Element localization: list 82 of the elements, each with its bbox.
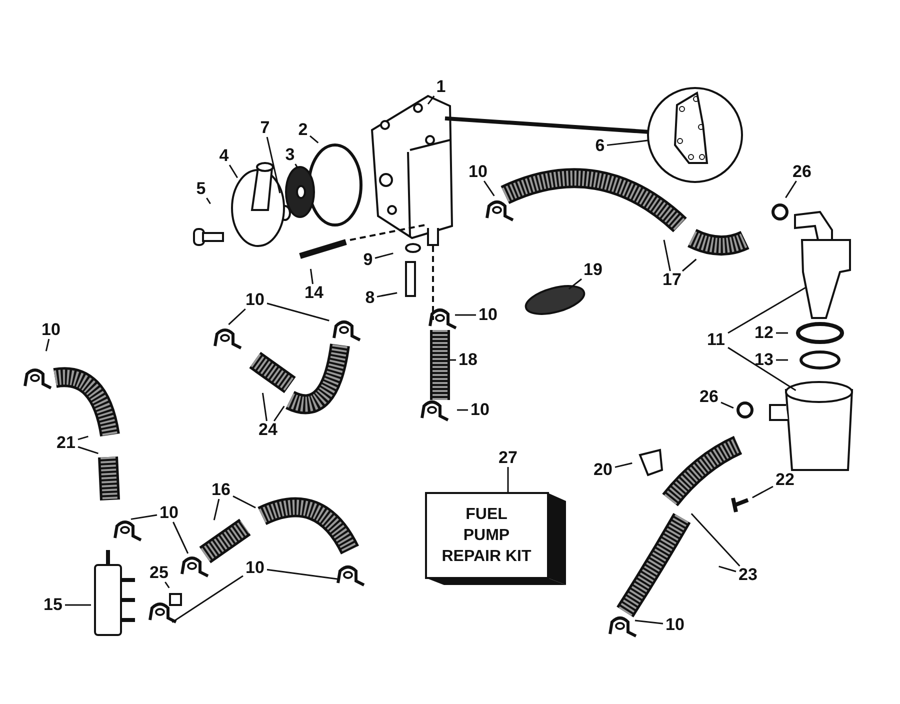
callout-number: 3 (284, 146, 296, 164)
leader-line (374, 252, 394, 259)
leader-line (568, 278, 582, 290)
leader-line (728, 346, 796, 391)
callout-number: 10 (467, 163, 489, 181)
callout-number: 22 (774, 471, 796, 489)
callout-number: 19 (582, 261, 604, 279)
leader-line (78, 436, 88, 440)
leader-line (65, 604, 91, 606)
leader-line (206, 198, 211, 204)
leader-line (455, 314, 476, 316)
leader-line (776, 332, 788, 334)
leader-line (427, 96, 435, 104)
leader-line (266, 568, 340, 580)
callout-number: 9 (362, 251, 374, 269)
callout-number: 10 (244, 291, 266, 309)
leader-line (663, 240, 671, 272)
callout-number: 12 (753, 324, 775, 342)
leader-line (310, 268, 314, 284)
callout-number: 7 (259, 119, 271, 137)
leader-line (614, 462, 632, 468)
callout-number: 10 (477, 306, 499, 324)
detail-inset-circle (647, 87, 743, 183)
callout-number: 10 (158, 504, 180, 522)
callout-number: 26 (698, 388, 720, 406)
callout-number: 27 (497, 449, 519, 467)
leader-line (172, 575, 244, 623)
callout-number: 4 (218, 147, 230, 165)
callout-number: 8 (364, 289, 376, 307)
leader-line (457, 409, 468, 411)
leader-line (228, 164, 238, 178)
callout-number: 2 (297, 121, 309, 139)
callout-number: 15 (42, 596, 64, 614)
callout-number: 25 (148, 564, 170, 582)
leader-line (720, 402, 734, 409)
leader-line (78, 446, 98, 454)
callout-number: 21 (55, 434, 77, 452)
callout-number: 5 (195, 180, 207, 198)
callout-number: 6 (594, 137, 606, 155)
leader-line (262, 392, 268, 422)
leader-line (752, 486, 774, 498)
callout-number: 23 (737, 566, 759, 584)
callout-number: 16 (210, 481, 232, 499)
leader-line (634, 620, 664, 624)
leader-line (45, 338, 50, 352)
callout-number: 17 (661, 271, 683, 289)
leader-line (682, 258, 697, 272)
leader-line (266, 302, 330, 322)
leader-line (785, 180, 797, 198)
leader-line (273, 406, 285, 422)
leader-line (606, 140, 648, 146)
leader-line (294, 164, 298, 168)
leader-line (376, 292, 398, 298)
callout-number: 26 (791, 163, 813, 181)
callout-number: 24 (257, 421, 279, 439)
leader-line (172, 522, 189, 554)
leader-line (130, 514, 158, 520)
leader-line (213, 498, 220, 520)
leader-line (507, 467, 509, 492)
callout-number: 20 (592, 461, 614, 479)
leader-line (310, 135, 319, 144)
callout-number: 1 (435, 78, 447, 96)
leader-line (483, 180, 495, 196)
callout-number: 18 (457, 351, 479, 369)
callout-number: 10 (40, 321, 62, 339)
leader-line (448, 359, 456, 361)
leader-line (266, 136, 281, 194)
callout-number: 10 (469, 401, 491, 419)
kit-label: FUEL PUMP REPAIR KIT (442, 504, 532, 566)
leader-line (718, 566, 736, 572)
connector-line (444, 116, 648, 134)
callout-number: 14 (303, 284, 325, 302)
callout-number: 11 (705, 331, 727, 349)
leader-line (690, 513, 740, 566)
leader-line (728, 286, 806, 334)
callout-number: 10 (664, 616, 686, 634)
callout-number: 10 (244, 559, 266, 577)
callout-number: 13 (753, 351, 775, 369)
leader-line (164, 582, 170, 588)
leader-line (776, 359, 788, 361)
leader-line (228, 308, 246, 326)
leader-line (232, 495, 256, 508)
